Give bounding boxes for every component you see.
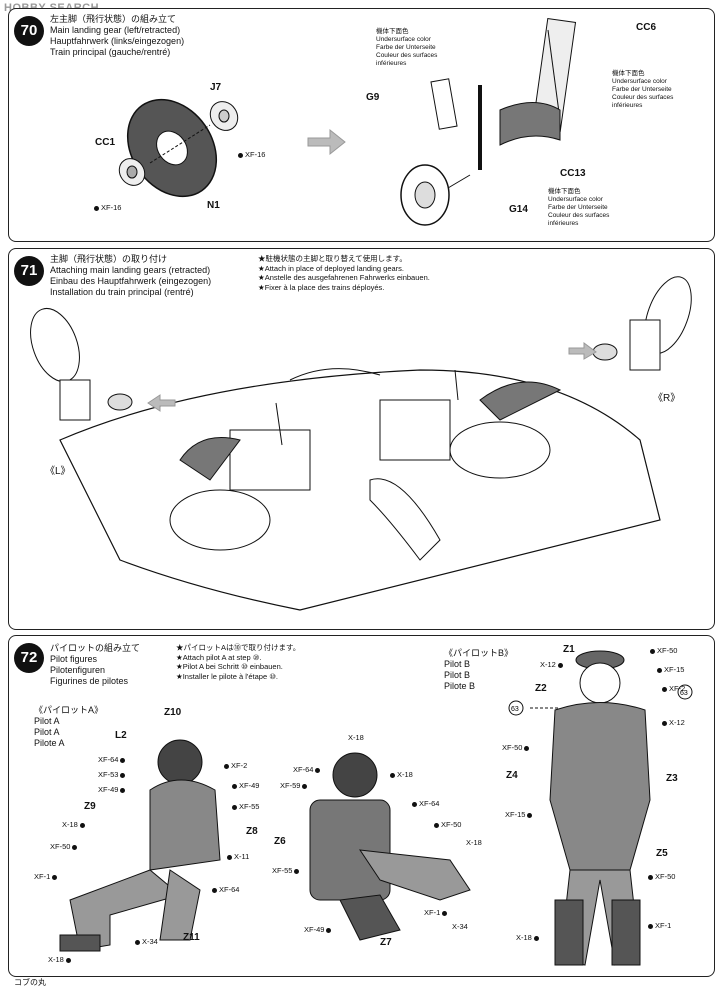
paint-code: X-18 bbox=[388, 770, 413, 779]
part-label-g14: G14 bbox=[509, 204, 528, 215]
paint-code: XF-50 bbox=[648, 646, 677, 655]
part-label-z8: Z8 bbox=[246, 826, 258, 837]
part-label-g9: G9 bbox=[366, 92, 380, 103]
pilot-b-heading: 《パイロットB》 Pilot B Pilot B Pilote B bbox=[444, 648, 514, 691]
paint-code: XF-50 bbox=[646, 872, 675, 881]
paint-code: XF-16 bbox=[236, 150, 265, 159]
step-ref-63: 63 bbox=[680, 690, 688, 697]
part-label-z4: Z4 bbox=[506, 770, 518, 781]
part-label-z10: Z10 bbox=[164, 707, 182, 718]
step-72-notes: ★パイロットAは⑩で取り付けます。 ★Attach pilot A at ste… bbox=[176, 643, 301, 681]
paint-code: XF-15 bbox=[655, 665, 684, 674]
paint-code: X-18 bbox=[62, 820, 87, 829]
marker-right: 《R》 bbox=[653, 393, 681, 404]
paint-code: XF-64 bbox=[210, 885, 239, 894]
step-70-panel bbox=[8, 8, 715, 242]
paint-code: X-12 bbox=[660, 718, 685, 727]
part-label-cc6: CC6 bbox=[636, 22, 657, 33]
paint-code: XF-50 bbox=[502, 743, 531, 752]
paint-code: XF-59 bbox=[280, 781, 309, 790]
part-label-z7: Z7 bbox=[380, 937, 392, 948]
title-line: Hauptfahrwerk (links/eingezogen) bbox=[50, 36, 185, 46]
part-label-z9: Z9 bbox=[84, 801, 96, 812]
part-label-cc13: CC13 bbox=[560, 168, 586, 179]
footer-text: コブの丸 bbox=[14, 978, 46, 987]
marker-left: 《L》 bbox=[45, 466, 71, 477]
paint-code: XF-49 bbox=[98, 785, 127, 794]
step-72-title: パイロットの組み立て Pilot figures Pilotenfiguren … bbox=[50, 643, 141, 686]
underside-note: 機体下面色 Undersurface color Farbe der Unter… bbox=[376, 28, 438, 67]
paint-code: X-34 bbox=[133, 937, 158, 946]
part-label-n1: N1 bbox=[207, 200, 220, 211]
step-71-title: 主脚（飛行状態）の取り付け Attaching main landing gea… bbox=[50, 254, 212, 297]
underside-note: 機体下面色 Undersurface color Farbe der Unter… bbox=[612, 70, 674, 109]
paint-code: X-34 bbox=[452, 922, 468, 931]
paint-code: XF-55 bbox=[230, 802, 259, 811]
paint-code: XF-49 bbox=[304, 925, 333, 934]
part-label-z11: Z11 bbox=[183, 932, 200, 943]
part-label-z3: Z3 bbox=[666, 773, 678, 784]
paint-code: XF-15 bbox=[505, 810, 534, 819]
paint-code: XF-2 bbox=[222, 761, 247, 770]
paint-code: XF-49 bbox=[230, 781, 259, 790]
paint-code: X-18 bbox=[48, 955, 73, 964]
paint-code: XF-1 bbox=[646, 921, 671, 930]
step-70-number: 70 bbox=[14, 16, 44, 46]
paint-code: XF-50 bbox=[432, 820, 461, 829]
paint-code: XF-53 bbox=[98, 770, 127, 779]
title-line: 左主脚（飛行状態）の組み立て bbox=[50, 14, 177, 24]
step-70-title: 左主脚（飛行状態）の組み立て Main landing gear (left/r… bbox=[50, 14, 184, 58]
part-label-j7: J7 bbox=[210, 82, 222, 93]
paint-code: XF-50 bbox=[50, 842, 79, 851]
step-72-number: 72 bbox=[14, 643, 44, 673]
part-label-z6: Z6 bbox=[274, 836, 286, 847]
paint-code: X-18 bbox=[348, 733, 364, 742]
underside-note: 機体下面色 Undersurface color Farbe der Unter… bbox=[548, 188, 610, 227]
paint-code: X-18 bbox=[466, 838, 482, 847]
part-label-z1: Z1 bbox=[563, 644, 575, 655]
title-line: Train principal (gauche/rentré) bbox=[50, 47, 171, 57]
paint-code: X-12 bbox=[540, 660, 565, 669]
part-label-l2: L2 bbox=[115, 730, 127, 741]
step-71-number: 71 bbox=[14, 256, 44, 286]
paint-code: X-11 bbox=[225, 852, 249, 861]
part-label-cc1: CC1 bbox=[95, 137, 116, 148]
paint-code: XF-55 bbox=[272, 866, 301, 875]
paint-code: XF-64 bbox=[98, 755, 127, 764]
part-label-z2: Z2 bbox=[535, 683, 547, 694]
paint-code: XF-64 bbox=[293, 765, 322, 774]
step-71-notes: ★駐機状態の主脚と取り替えて使用します。 ★Attach in place of… bbox=[258, 254, 430, 292]
paint-code: XF-1 bbox=[34, 872, 59, 881]
pilot-a-heading: 《パイロットA》 Pilot A Pilot A Pilote A bbox=[34, 705, 104, 748]
paint-code: XF-16 bbox=[92, 203, 121, 212]
paint-code: XF-2 bbox=[660, 684, 685, 693]
part-label-z5: Z5 bbox=[656, 848, 668, 859]
paint-code: X-18 bbox=[516, 933, 541, 942]
paint-code: XF-64 bbox=[410, 799, 439, 808]
paint-code: XF-1 bbox=[424, 908, 449, 917]
title-line: Main landing gear (left/retracted) bbox=[50, 25, 181, 35]
step-ref-63: 63 bbox=[511, 706, 519, 713]
